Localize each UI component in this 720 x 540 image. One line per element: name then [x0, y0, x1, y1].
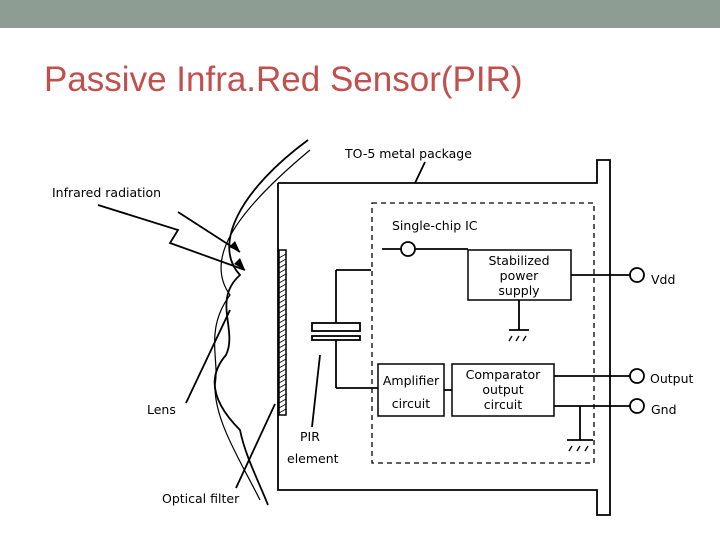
filter-hatch-line: [278, 288, 287, 294]
filter-hatch-line: [278, 323, 287, 329]
ic-label: Single-chip IC: [392, 218, 478, 233]
gnd-label: Gnd: [651, 402, 677, 417]
filter-hatch-line: [278, 298, 287, 304]
output-label: Output: [650, 371, 694, 386]
filter-hatch-line: [278, 383, 287, 389]
comparator-label-2: output: [482, 382, 523, 397]
filter-hatch-line: [278, 258, 287, 264]
radiation-arrow-1: [97, 204, 246, 271]
comparator-label-1: Comparator: [466, 367, 541, 382]
filter-label: Optical filter: [162, 491, 240, 506]
lens: [213, 139, 309, 506]
filter-hatch-line: [278, 278, 287, 284]
package-outline: [277, 159, 611, 516]
power-supply-label-3: supply: [498, 283, 540, 298]
power-supply-label-1: Stabilized: [488, 253, 549, 268]
amplifier-label-1: Amplifier: [383, 373, 440, 388]
pir-label-1: PIR: [300, 429, 320, 444]
filter-hatch-line: [278, 263, 287, 269]
filter-hatch-line: [278, 293, 287, 299]
gnd-terminal: [629, 398, 645, 414]
pir-label-2: element: [287, 451, 339, 466]
slide-title: Passive Infra.Red Sensor(PIR): [44, 60, 523, 99]
vdd-label: Vdd: [651, 272, 675, 287]
filter-hatch-line: [278, 273, 287, 279]
optical-filter: [278, 249, 287, 416]
ic-boundary: [371, 202, 595, 464]
filter-hatch-line: [278, 303, 287, 309]
pir-element: [311, 322, 361, 332]
filter-hatch-line: [278, 328, 287, 334]
amplifier-label-2: circuit: [392, 396, 430, 411]
filter-hatch-line: [278, 268, 287, 274]
package-label: TO-5 metal package: [344, 146, 472, 161]
output-terminal: [629, 368, 645, 384]
filter-hatch-line: [278, 378, 287, 384]
power-supply-label-2: power: [500, 268, 539, 283]
filter-hatch-line: [278, 313, 287, 319]
vdd-terminal: [629, 267, 645, 283]
lens-label: Lens: [147, 402, 176, 417]
filter-hatch-line: [278, 398, 287, 404]
filter-hatch-line: [278, 353, 287, 359]
filter-hatch-line: [278, 388, 287, 394]
comparator-label-3: circuit: [484, 397, 522, 412]
filter-hatch-line: [278, 283, 287, 289]
filter-hatch-line: [278, 403, 287, 409]
filter-hatch-line: [278, 368, 287, 374]
filter-hatch-line: [278, 253, 287, 259]
filter-hatch-line: [278, 363, 287, 369]
filter-hatch-line: [278, 318, 287, 324]
filter-hatch-line: [278, 358, 287, 364]
filter-hatch-line: [278, 333, 287, 339]
filter-hatch-line: [278, 338, 287, 344]
filter-hatch-line: [278, 393, 287, 399]
filter-hatch-line: [278, 373, 287, 379]
filter-hatch-line: [278, 308, 287, 314]
filter-hatch-line: [278, 343, 287, 349]
filter-hatch-line: [278, 348, 287, 354]
filter-hatch-line: [278, 408, 287, 414]
radiation-label: Infrared radiation: [52, 185, 161, 200]
top-bar: [0, 0, 720, 28]
